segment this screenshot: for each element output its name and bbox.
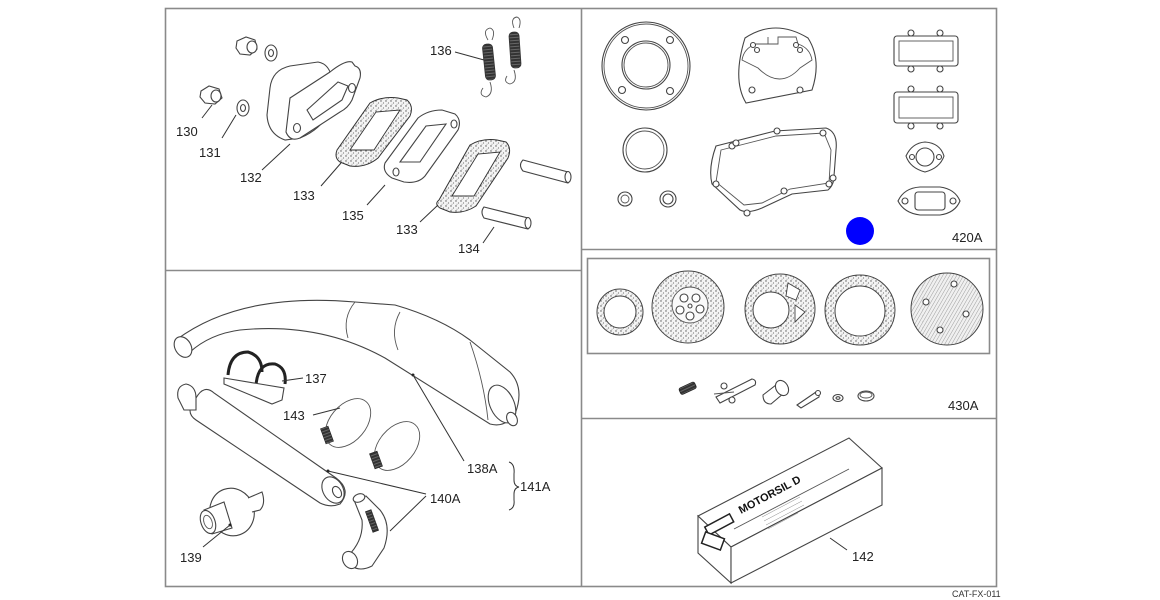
clamp-143-b <box>369 421 421 471</box>
carb-washer <box>832 393 844 403</box>
o-ring-small-b <box>659 190 677 208</box>
diagram-frame <box>164 7 998 588</box>
kit-label-420a: 420A <box>952 230 983 245</box>
label-130: 130 <box>176 124 198 139</box>
spacer-135 <box>383 109 461 183</box>
nut-130 <box>199 85 223 105</box>
label-141a: 141A <box>520 479 551 494</box>
exhaust-mount-137 <box>223 350 287 405</box>
label-132: 132 <box>240 170 262 185</box>
label-133-a: 133 <box>293 188 315 203</box>
label-136: 136 <box>430 43 452 58</box>
label-131: 131 <box>199 145 221 160</box>
carb-cap <box>857 390 875 402</box>
clamp-143-a <box>320 398 372 448</box>
marker-dot <box>846 217 874 245</box>
label-134: 134 <box>458 241 480 256</box>
gasket-133-b <box>436 139 511 213</box>
intake-flange-132 <box>266 61 361 141</box>
label-133-b: 133 <box>396 222 418 237</box>
carb-inlet-needle <box>796 389 822 409</box>
carb-screw <box>678 381 697 395</box>
panel-carb-kit: 430A <box>586 257 991 413</box>
exhaust-gasket <box>897 186 961 216</box>
carb-gasket-box <box>586 257 991 355</box>
sealant-box: MOTORSIL D <box>697 437 883 585</box>
spring-136-b <box>505 16 522 85</box>
carb-ring-gasket <box>596 288 644 336</box>
carb-diaphragm <box>651 270 725 344</box>
head-gasket <box>601 21 691 111</box>
o-ring-large <box>622 127 668 173</box>
o-ring-small-a <box>617 191 633 207</box>
washer-131 <box>236 99 250 117</box>
label-137: 137 <box>305 371 327 386</box>
header-pipe-140a <box>341 493 388 570</box>
panel-intake: 130 131 132 133 135 133 134 136 <box>176 16 572 256</box>
reed-gasket-b <box>893 85 959 130</box>
kit-label-430a: 430A <box>948 398 979 413</box>
carb-metering-diaphragm <box>910 272 984 346</box>
carb-gasket-web <box>744 273 816 345</box>
nut-part <box>235 36 258 56</box>
expansion-chamber-138a <box>173 299 520 427</box>
label-138a: 138A <box>467 461 498 476</box>
panel-sealant: MOTORSIL D 142 <box>697 437 883 585</box>
gasket-133-a <box>335 97 412 167</box>
washer-part <box>264 44 278 62</box>
diagram-code: CAT-FX-011 <box>952 589 1001 599</box>
label-142: 142 <box>852 549 874 564</box>
label-135: 135 <box>342 208 364 223</box>
panel-exhaust: 137 143 138A 141A 140A 139 <box>173 299 551 570</box>
panel-gasket-kit: 420A <box>601 21 983 245</box>
carb-needle-lever <box>713 378 757 404</box>
reed-gasket-a <box>893 29 959 73</box>
label-140a: 140A <box>430 491 461 506</box>
carb-gasket-ring-large <box>824 274 896 346</box>
stud-134-a <box>519 159 572 184</box>
carb-fitting <box>762 379 790 405</box>
stud-134-b <box>481 206 532 230</box>
cylinder-gasket <box>738 27 817 104</box>
label-143: 143 <box>283 408 305 423</box>
intake-gasket-small <box>905 141 945 173</box>
spring-136-a <box>480 27 496 98</box>
silencer-140a <box>177 383 346 507</box>
label-139: 139 <box>180 550 202 565</box>
coupler-139 <box>199 487 265 537</box>
crankcase-gasket <box>710 127 837 217</box>
